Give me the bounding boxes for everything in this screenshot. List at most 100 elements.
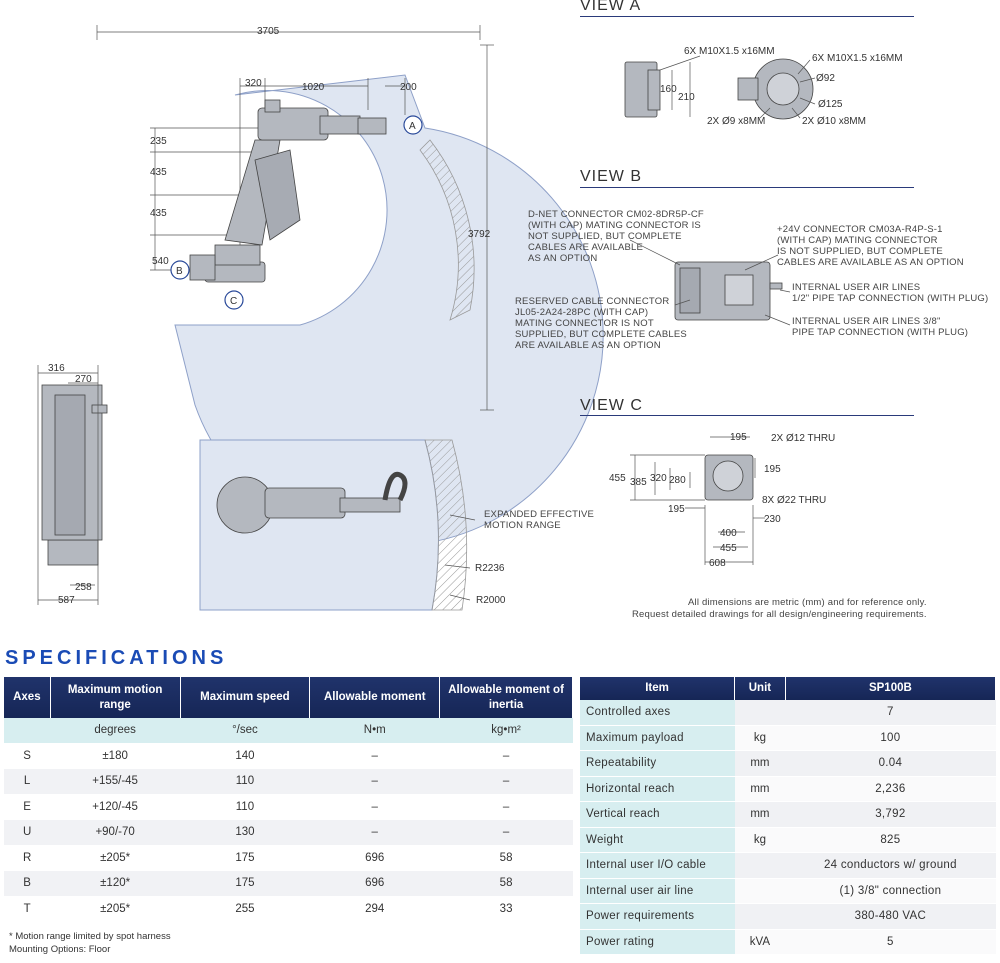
spec-cell: mm <box>734 750 786 777</box>
axis-cell: 175 <box>180 870 310 897</box>
axis-cell: ±120* <box>50 870 181 897</box>
axis-cell: – <box>439 768 573 795</box>
vc-320: 320 <box>650 473 667 484</box>
axis-cell: – <box>309 768 440 795</box>
dim-1020: 1020 <box>302 82 325 93</box>
unit-cell: °/sec <box>180 718 310 744</box>
axis-cell: 130 <box>180 819 310 846</box>
spec-cell: Weight <box>580 827 735 853</box>
view-markers <box>170 115 423 310</box>
col-axes: Axes <box>4 677 51 718</box>
axis-cell: – <box>309 794 440 820</box>
vc-455: 455 <box>609 473 626 484</box>
marker-c: C <box>230 296 237 307</box>
disclaimer-line-2: Request detailed drawings for all design… <box>632 609 927 620</box>
spec-cell <box>734 903 786 930</box>
axis-cell: +90/-70 <box>50 819 181 846</box>
axis-cell: ±180 <box>50 743 181 769</box>
vc-195-bottom: 195 <box>668 504 685 515</box>
expanded-motion-note: EXPANDED EFFECTIVE MOTION RANGE <box>484 509 595 531</box>
col-model: SP100B <box>785 677 997 700</box>
axis-cell: – <box>439 794 573 820</box>
view-a-drawing <box>624 58 814 120</box>
axis-cell: 110 <box>180 794 310 820</box>
axes-table-header: Axes Maximum motion range Maximum speed … <box>4 677 573 718</box>
axis-cell: T <box>4 896 51 922</box>
vc-280: 280 <box>669 475 686 486</box>
va-m10-right: 6X M10X1.5 x16MM <box>812 53 903 64</box>
va-210: 210 <box>678 92 695 103</box>
spec-row: Power requirements 380-480 VAC <box>580 903 996 930</box>
spec-cell: kVA <box>734 929 786 955</box>
specifications-title: SPECIFICATIONS <box>5 647 228 669</box>
axis-cell: – <box>309 819 440 846</box>
axis-cell: E <box>4 794 51 820</box>
va-d92: Ø92 <box>816 73 835 84</box>
spec-cell: 380-480 VAC <box>785 903 996 930</box>
spec-cell: 100 <box>785 725 996 751</box>
axis-cell: R <box>4 845 51 871</box>
spec-cell: 2,236 <box>785 776 996 802</box>
vc-608: 608 <box>709 558 726 569</box>
view-c-rule <box>580 415 914 416</box>
axis-cell: 255 <box>180 896 310 922</box>
axis-cell: 696 <box>309 845 440 871</box>
view-a-title: VIEW A <box>580 0 642 14</box>
axis-cell: 33 <box>439 896 573 922</box>
va-m10-left: 6X M10X1.5 x16MM <box>684 46 775 57</box>
axis-cell: U <box>4 819 51 846</box>
view-b-dnet-note: D-NET CONNECTOR CM02-8DR5P-CF (WITH CAP)… <box>528 209 704 264</box>
disclaimer-line-1: All dimensions are metric (mm) and for r… <box>688 597 927 608</box>
spec-cell: Power requirements <box>580 903 735 930</box>
axis-cell: +155/-45 <box>50 768 181 795</box>
robot-front-view <box>41 384 108 566</box>
va-d10: 2X Ø10 x8MM <box>802 116 866 127</box>
spec-cell <box>734 852 786 879</box>
spec-cell: 24 conductors w/ ground <box>785 852 996 879</box>
vc-195-top: 195 <box>730 432 747 443</box>
va-160: 160 <box>660 84 677 95</box>
spec-cell: 5 <box>785 929 996 955</box>
view-b-drawing <box>674 261 783 321</box>
units-row: degrees °/sec N•m kg•m² <box>4 718 573 744</box>
unit-cell: kg•m² <box>439 718 573 744</box>
axis-cell: S <box>4 743 51 769</box>
spec-cell: Vertical reach <box>580 801 735 828</box>
va-d125: Ø125 <box>818 99 843 110</box>
spec-cell <box>734 878 786 904</box>
dim-3705: 3705 <box>257 26 280 37</box>
axis-cell: 294 <box>309 896 440 922</box>
col-moment-inertia: Allowable moment of inertia <box>439 677 573 718</box>
robot-side-view <box>189 99 387 283</box>
marker-b: B <box>176 266 183 277</box>
axis-cell: – <box>309 743 440 769</box>
view-b-24v-note: +24V CONNECTOR CM03A-R4P-S-1 (WITH CAP) … <box>777 224 964 268</box>
col-allowable-moment: Allowable moment <box>309 677 441 718</box>
view-b-title: VIEW B <box>580 168 643 185</box>
va-d9: 2X Ø9 x8MM <box>707 116 765 127</box>
spec-cell: mm <box>734 776 786 802</box>
axes-table: Axes Maximum motion range Maximum speed … <box>4 677 573 922</box>
spec-cell: mm <box>734 801 786 828</box>
spec-cell: Horizontal reach <box>580 776 735 802</box>
axis-cell: – <box>439 743 573 769</box>
dim-316: 316 <box>48 363 65 374</box>
axis-cell: 58 <box>439 870 573 897</box>
dim-r2000: R2000 <box>476 595 506 606</box>
vc-d22: 8X Ø22 THRU <box>762 495 826 506</box>
axis-cell: L <box>4 768 51 795</box>
unit-cell: N•m <box>309 718 440 744</box>
vc-230: 230 <box>764 514 781 525</box>
